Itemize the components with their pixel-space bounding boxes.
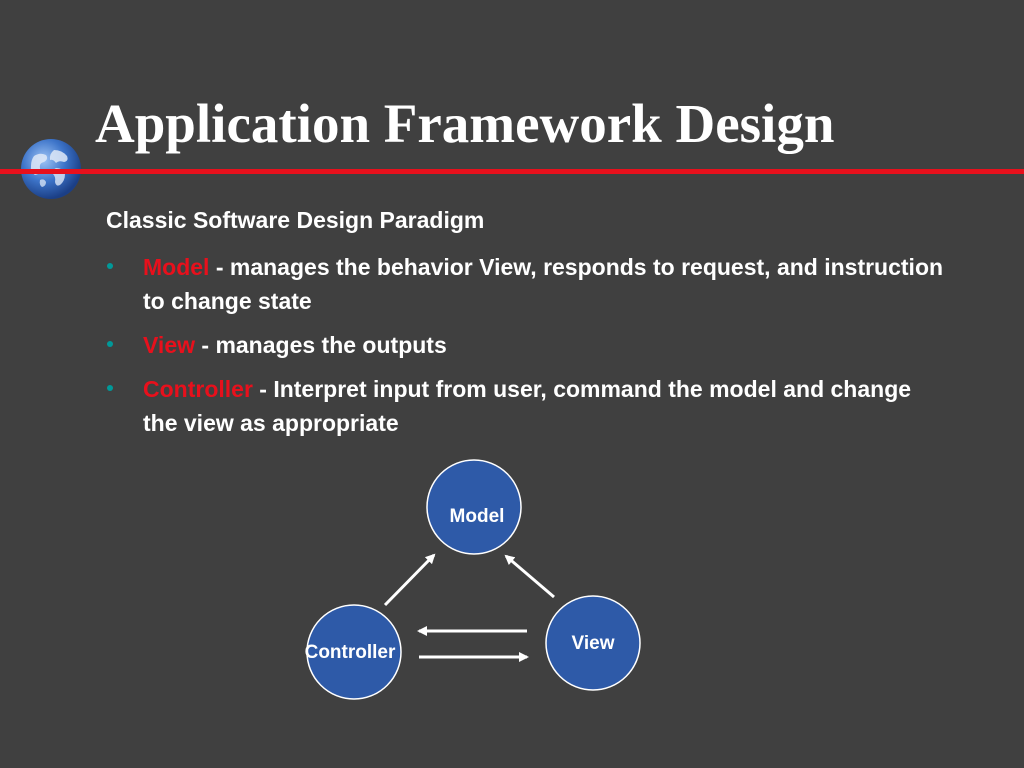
term-view: View (143, 332, 195, 358)
bullet-text-view: - manages the outputs (195, 332, 447, 358)
controller-node (306, 604, 402, 700)
model-node (426, 459, 522, 555)
bullet-text-model: - manages the behavior View, responds to… (143, 254, 944, 314)
term-controller: Controller (143, 376, 253, 402)
bullet-list: Model - manages the behavior View, respo… (106, 250, 946, 450)
bullet-text-controller: - Interpret input from user, command the… (143, 376, 912, 436)
bullet-dot-icon (107, 385, 113, 391)
bullet-dot-icon (107, 341, 113, 347)
view-node-label: View (572, 633, 615, 654)
term-model: Model (143, 254, 210, 280)
bullet-view: View - manages the outputs (106, 328, 946, 362)
controller-node-label: Controller (305, 642, 396, 663)
subheading: Classic Software Design Paradigm (106, 207, 485, 233)
bullet-controller: Controller - Interpret input from user, … (106, 372, 946, 440)
view-node (545, 595, 641, 691)
arrow-controller-to-model (383, 553, 436, 607)
bullet-model: Model - manages the behavior View, respo… (106, 250, 946, 318)
arrow-view-to-model (504, 554, 555, 599)
slide-title: Application Framework Design (95, 93, 835, 154)
model-node-label: Model (450, 506, 505, 527)
bullet-dot-icon (107, 263, 113, 269)
title-divider (0, 169, 1024, 174)
